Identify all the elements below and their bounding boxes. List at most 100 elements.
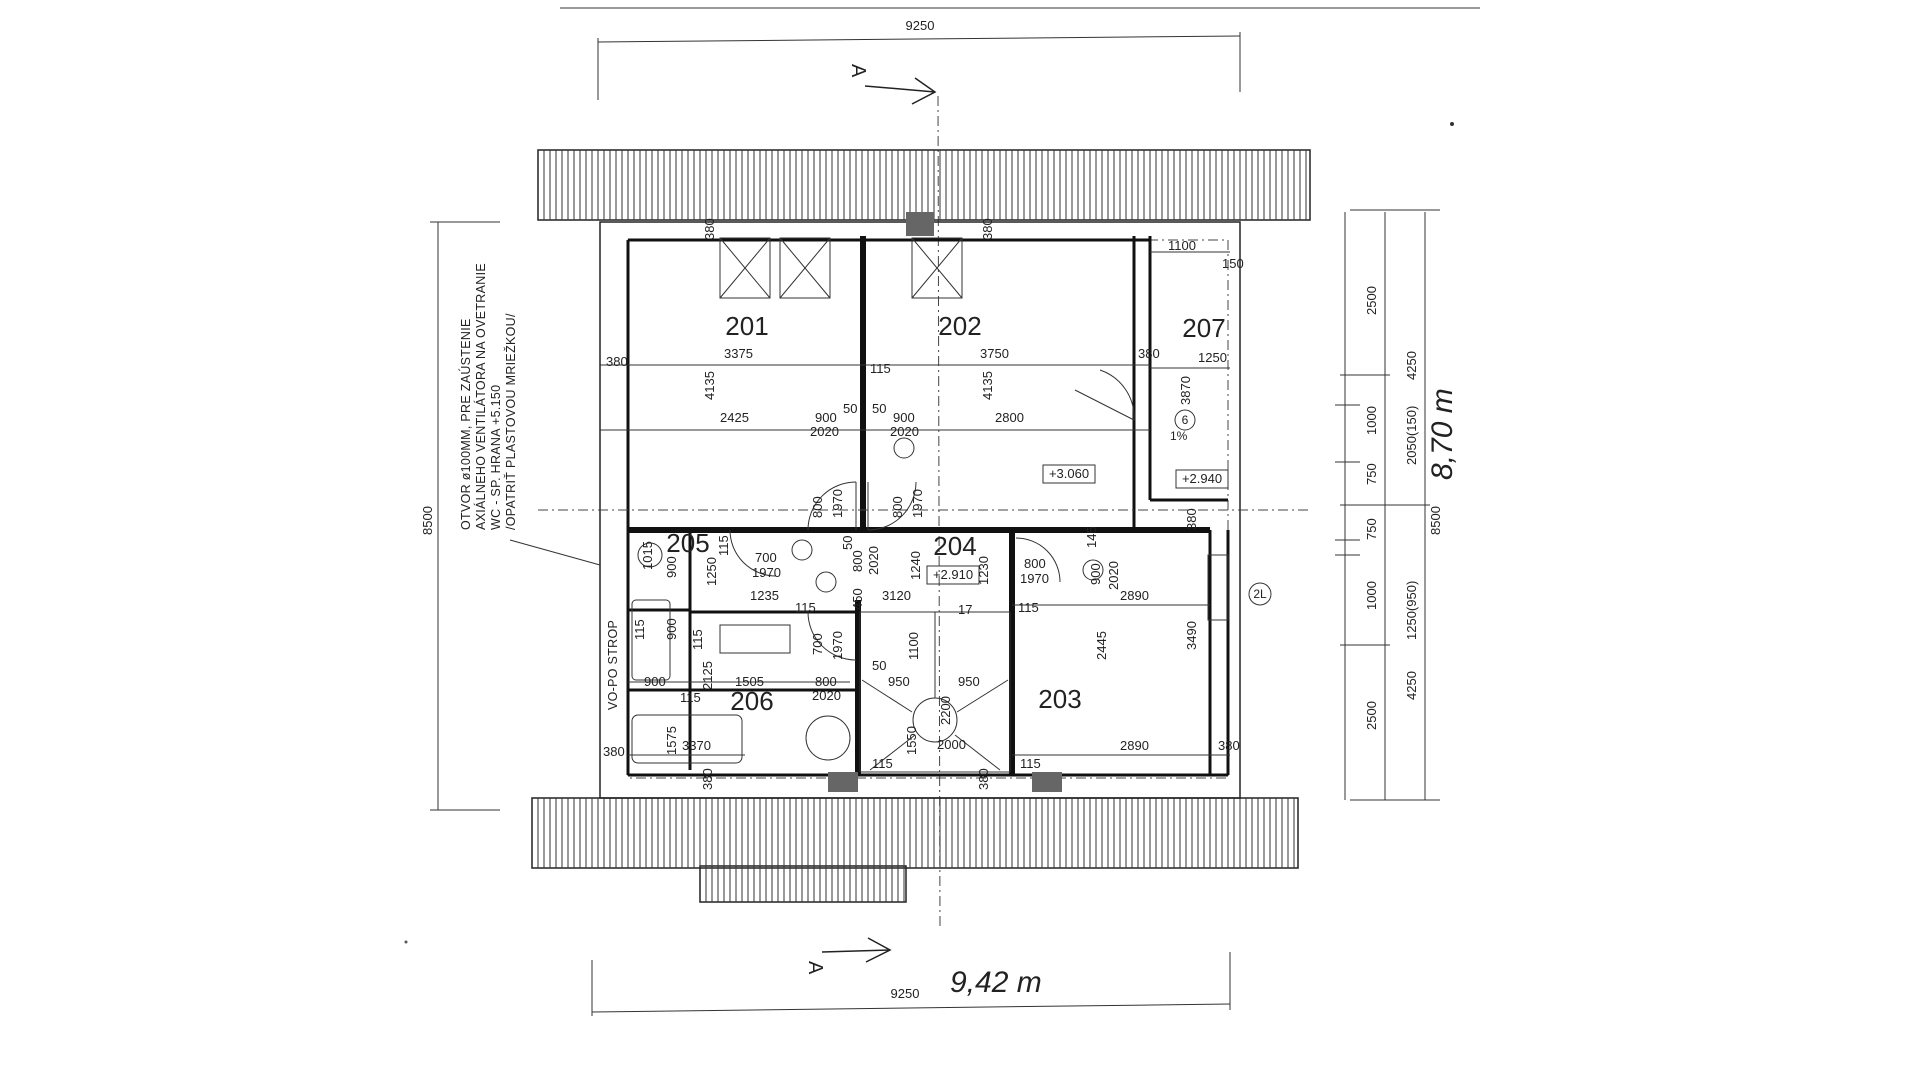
dim-label: 115 <box>870 361 891 376</box>
dim-label: 17 <box>958 602 972 617</box>
dim-label: 950 <box>958 674 980 689</box>
dim-label: 950 <box>888 674 910 689</box>
callout-2l: 2L <box>1253 587 1267 601</box>
right-dimensions: 2500 4250 1000 2050(150) 750 750 1000 12… <box>1335 209 1459 801</box>
dim-label: 800 <box>850 550 865 572</box>
dim-label: 800 <box>810 496 825 518</box>
right-dim-label: 2050(150) <box>1404 406 1419 465</box>
right-total-dim: 8500 <box>1428 506 1443 535</box>
right-dim-label: 2500 <box>1364 701 1379 730</box>
dim-label: 4135 <box>702 371 717 400</box>
dim-label: 1230 <box>976 556 991 585</box>
left-dim-label: 8500 <box>420 506 435 535</box>
callout-six: 6 <box>1182 413 1189 427</box>
dim-label: 800 <box>890 496 905 518</box>
dim-label: 380 <box>603 744 625 759</box>
dim-label: 1250 <box>704 557 719 586</box>
dim-label: 115 <box>680 690 701 705</box>
note-line: OTVOR ø100MM, PRE ZAÚSTENIE <box>458 318 473 530</box>
handwritten-width: 9,42 m <box>950 966 1042 999</box>
bottom-dimension: 9250 9,42 m <box>591 952 1231 1016</box>
section-label-bottom: A <box>804 961 826 975</box>
roof-band-top <box>537 149 1311 221</box>
dim-label: 1235 <box>750 588 779 603</box>
dim-label: 380 <box>1184 508 1199 530</box>
dim-label: 50 <box>872 658 886 673</box>
dim-label: 800 <box>1024 556 1046 571</box>
roof-band-bottom <box>531 797 1299 903</box>
dim-label: 1970 <box>830 631 845 660</box>
section-arrow-top: A <box>847 64 941 931</box>
right-dim-label: 1250(950) <box>1404 581 1419 640</box>
dim-label: 115 <box>872 756 893 771</box>
dim-label: 700 <box>755 550 777 565</box>
level-mark: +2.940 <box>1182 471 1222 486</box>
room-207: 207 <box>1182 313 1225 343</box>
level-mark: +2.910 <box>933 567 973 582</box>
dim-label: 1240 <box>908 551 923 580</box>
dim-label: 115 <box>690 629 705 650</box>
dim-label: 2800 <box>995 410 1024 425</box>
dim-label: 50 <box>843 401 857 416</box>
dim-label: 900 <box>815 410 837 425</box>
dim-label: 115 <box>632 619 647 640</box>
right-dim-label: 4250 <box>1404 351 1419 380</box>
door-swings <box>729 369 1135 661</box>
note-line: AXIÁLNEHO VENTILÁTORA NA OVETRANIE <box>473 263 488 530</box>
room-201: 201 <box>725 311 768 341</box>
dim-label: 1970 <box>752 565 781 580</box>
right-dim-label: 2500 <box>1364 286 1379 315</box>
dim-label: 900 <box>664 618 679 640</box>
level-marks: +3.060 +2.940 +2.910 <box>926 464 1229 585</box>
dim-label: 3490 <box>1184 621 1199 650</box>
dim-label: 145 <box>1084 526 1099 548</box>
dim-label: 2125 <box>700 661 715 690</box>
dim-label: 1575 <box>664 726 679 755</box>
dim-label: 900 <box>893 410 915 425</box>
dim-label: 2000 <box>937 737 966 752</box>
dim-label: 380 <box>700 768 715 790</box>
dim-label: 900 <box>644 674 666 689</box>
dim-label: 700 <box>810 633 825 655</box>
dim-label: 50 <box>840 536 855 550</box>
section-label-top: A <box>847 64 869 78</box>
dim-label: 3870 <box>1178 376 1193 405</box>
dimension-labels: 380 3375 115 3750 380 1100 150 1250 2425… <box>603 218 1244 790</box>
dim-label: 2890 <box>1120 588 1149 603</box>
dim-label: 115 <box>1020 756 1041 771</box>
dim-label: 1970 <box>830 489 845 518</box>
note-line: /OPATRIŤ PLASTOVOU MRIEŽKOU/ <box>503 313 518 530</box>
left-dimension: 8500 <box>420 221 500 811</box>
right-dim-label: 1000 <box>1364 406 1379 435</box>
dim-label: 3375 <box>724 346 753 361</box>
room-202: 202 <box>938 311 981 341</box>
room-206: 206 <box>730 686 773 716</box>
dim-label: 3370 <box>682 738 711 753</box>
dim-label: 900 <box>664 556 679 578</box>
callouts: 6 2L 1% <box>1170 409 1272 606</box>
dim-label: 380 <box>976 768 991 790</box>
vo-label: VO-PO STROP <box>606 620 620 710</box>
room-203: 203 <box>1038 684 1081 714</box>
level-mark: +3.060 <box>1049 466 1089 481</box>
dim-label: 380 <box>1138 346 1160 361</box>
dim-label: 115 <box>1018 600 1039 615</box>
dim-label: 3750 <box>980 346 1009 361</box>
dimension-lines <box>538 251 1310 756</box>
bottom-dim-label: 9250 <box>891 986 920 1001</box>
dim-label: 380 <box>1218 738 1240 753</box>
dim-label: 1250 <box>1198 350 1227 365</box>
right-dim-label: 750 <box>1364 463 1379 485</box>
right-dim-label: 4250 <box>1404 671 1419 700</box>
dim-label: 1015 <box>640 541 655 570</box>
dim-label: 2020 <box>866 546 881 575</box>
dim-label: 900 <box>1088 563 1103 585</box>
dim-label: 2890 <box>1120 738 1149 753</box>
dim-label: 50 <box>872 401 886 416</box>
slope-label: 1% <box>1170 429 1188 443</box>
bathroom-fixtures <box>631 437 1229 764</box>
dim-label: 2020 <box>812 688 841 703</box>
dim-label: 1970 <box>1020 571 1049 586</box>
dim-label: 4135 <box>980 371 995 400</box>
